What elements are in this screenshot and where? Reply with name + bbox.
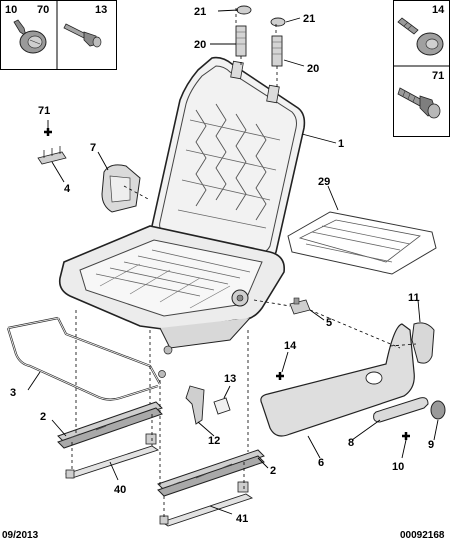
callout-13: 13 bbox=[224, 373, 236, 385]
leader-lines bbox=[27, 9, 439, 515]
footer-reference: 00092168 bbox=[400, 530, 445, 541]
callout-6: 6 bbox=[318, 457, 324, 469]
callout-8: 8 bbox=[348, 437, 354, 449]
inset-top-right: 14 71 bbox=[393, 0, 450, 137]
inset-label-14: 14 bbox=[432, 4, 445, 16]
inset-label-70: 70 bbox=[37, 4, 49, 16]
bracket-part-4 bbox=[37, 146, 67, 165]
connector-part-5 bbox=[289, 297, 311, 315]
callout-10: 10 bbox=[392, 461, 404, 473]
callout-9: 9 bbox=[428, 439, 434, 451]
callout-21-left: 21 bbox=[194, 6, 206, 18]
alignment-lines bbox=[71, 8, 417, 518]
callout-29: 29 bbox=[318, 176, 330, 188]
seat-cushion-frame bbox=[58, 225, 286, 378]
callout-14: 14 bbox=[284, 340, 297, 352]
inset-label-71: 71 bbox=[432, 70, 444, 82]
suspension-mat bbox=[287, 211, 437, 275]
callout-2-right: 2 bbox=[270, 465, 276, 477]
seat-rail-right bbox=[157, 449, 265, 497]
clip-screw-icon bbox=[13, 19, 47, 54]
inset-label-13: 13 bbox=[95, 4, 107, 16]
rail-cover-part-40 bbox=[64, 433, 160, 479]
callout-40: 40 bbox=[114, 484, 126, 496]
bracket-part-12 bbox=[185, 385, 205, 425]
inset-label-10: 10 bbox=[5, 4, 17, 16]
side-trim-panel bbox=[260, 323, 415, 437]
recliner-cover bbox=[101, 164, 141, 213]
callout-1: 1 bbox=[338, 138, 344, 150]
callouts: 21 21 20 20 1 71 4 7 29 5 11 14 3 13 12 … bbox=[10, 6, 434, 525]
rail-cover-part-41 bbox=[159, 481, 254, 527]
inset-top-left: 10 70 13 bbox=[0, 0, 117, 70]
callout-20-right: 20 bbox=[307, 63, 319, 75]
clip-part-13 bbox=[213, 397, 231, 415]
recline-handle bbox=[373, 397, 429, 423]
callout-21-right: 21 bbox=[303, 13, 315, 25]
callout-3: 3 bbox=[10, 387, 16, 399]
cross-marker-71 bbox=[44, 128, 52, 136]
clip-nut-icon bbox=[397, 17, 444, 56]
headrest-caps bbox=[236, 5, 286, 27]
knob-part-9 bbox=[430, 400, 446, 420]
callout-71: 71 bbox=[38, 105, 50, 117]
callout-20-left: 20 bbox=[194, 39, 206, 51]
footer-date: 09/2013 bbox=[2, 530, 39, 541]
callout-41: 41 bbox=[236, 513, 248, 525]
headrest-guides bbox=[235, 25, 283, 67]
callout-7: 7 bbox=[90, 142, 96, 154]
callout-4: 4 bbox=[64, 183, 71, 195]
callout-12: 12 bbox=[208, 435, 220, 447]
cross-marker-14 bbox=[276, 372, 284, 380]
callout-5: 5 bbox=[326, 317, 332, 329]
seat-back-frame bbox=[150, 56, 306, 262]
wire-frame-part-3 bbox=[6, 316, 161, 401]
flange-bolt-icon bbox=[397, 87, 441, 119]
seat-rail-left bbox=[57, 401, 163, 449]
cross-marker-10 bbox=[402, 432, 410, 440]
push-rivet-icon bbox=[63, 23, 102, 48]
callout-2-left: 2 bbox=[40, 411, 46, 423]
callout-11: 11 bbox=[408, 292, 420, 304]
trim-cover-11 bbox=[411, 322, 435, 364]
